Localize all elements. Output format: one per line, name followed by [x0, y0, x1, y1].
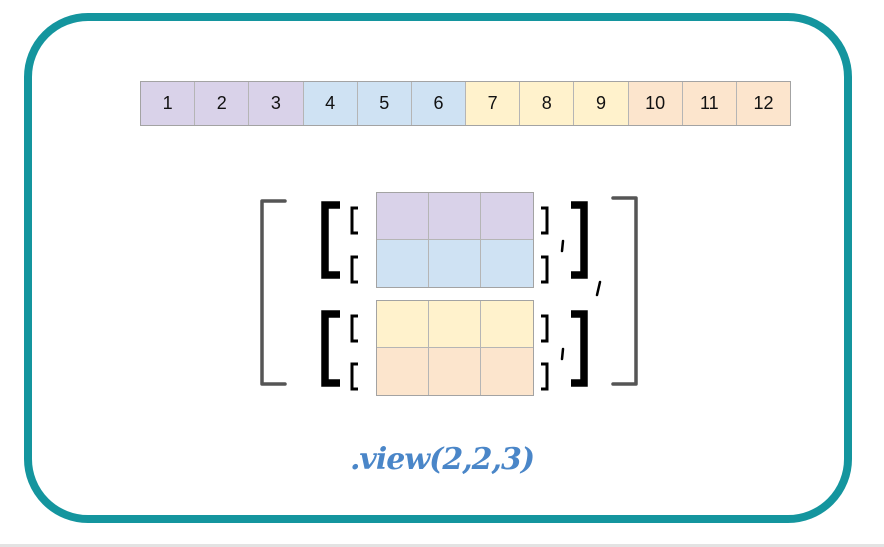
strip-cell-10: 10 — [628, 82, 683, 125]
block-1-row-1-cell-2 — [429, 193, 481, 240]
strip-cell-3: 3 — [249, 82, 304, 125]
block-2-row-1-cell-3 — [481, 301, 533, 348]
strip-cell-2: 2 — [195, 82, 250, 125]
strip-cell-11: 11 — [682, 82, 737, 125]
block-1-row-2-cell-3 — [481, 240, 533, 287]
strip-cell-9: 9 — [574, 82, 629, 125]
strip-cell-4: 4 — [303, 82, 358, 125]
strip-cell-7: 7 — [466, 82, 521, 125]
strip-cell-8: 8 — [520, 82, 575, 125]
block-1-row-2-cell-1 — [377, 240, 429, 287]
block-2-row-1-cell-2 — [429, 301, 481, 348]
strip-cell-12: 12 — [736, 82, 791, 125]
block-2-row-1-cell-1 — [377, 301, 429, 348]
block-2-row-2-cell-2 — [429, 348, 481, 395]
block-2-row-2-cell-3 — [481, 348, 533, 395]
block-2-grid — [376, 300, 534, 396]
strip-cell-6: 6 — [411, 82, 467, 125]
block-1-row-1-cell-3 — [481, 193, 533, 240]
block-1-grid — [376, 192, 534, 288]
block-2-row-2-cell-1 — [377, 348, 429, 395]
bottom-divider — [0, 544, 884, 547]
strip-cell-1: 1 — [141, 82, 196, 125]
view-caption: .view(2,2,3) — [349, 442, 535, 477]
strip-cell-5: 5 — [357, 82, 412, 125]
block-1-row-2-cell-2 — [429, 240, 481, 287]
block-1-row-1-cell-1 — [377, 193, 429, 240]
